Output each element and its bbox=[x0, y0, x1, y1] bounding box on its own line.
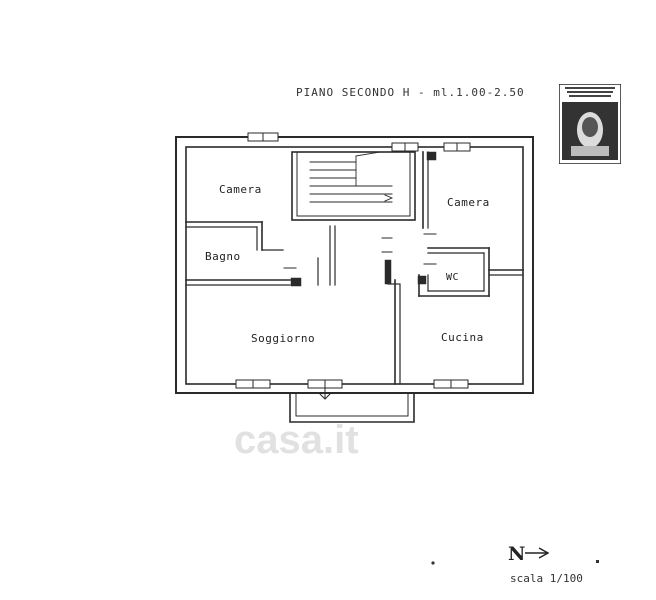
watermark: casa.it bbox=[234, 418, 359, 462]
plan-title: PIANO SECONDO H - ml.1.00-2.50 bbox=[296, 86, 525, 99]
room-label-cucina: Cucina bbox=[441, 331, 484, 344]
marker-dot bbox=[431, 561, 435, 565]
balcony bbox=[289, 392, 415, 423]
stair-block bbox=[291, 151, 416, 221]
scale-label: scala 1/100 bbox=[510, 572, 583, 585]
outer-wall-inner bbox=[185, 146, 524, 385]
stamp-logo bbox=[559, 84, 621, 164]
marker-dot bbox=[596, 560, 599, 563]
room-label-camera-right: Camera bbox=[447, 196, 490, 209]
north-indicator: N bbox=[508, 543, 526, 565]
room-label-camera-left: Camera bbox=[219, 183, 262, 196]
room-label-bagno: Bagno bbox=[205, 250, 241, 263]
north-arrow-icon bbox=[525, 547, 550, 559]
room-label-soggiorno: Soggiorno bbox=[251, 332, 316, 345]
room-label-wc: WC bbox=[446, 272, 460, 283]
outer-wall-outer bbox=[175, 136, 534, 394]
